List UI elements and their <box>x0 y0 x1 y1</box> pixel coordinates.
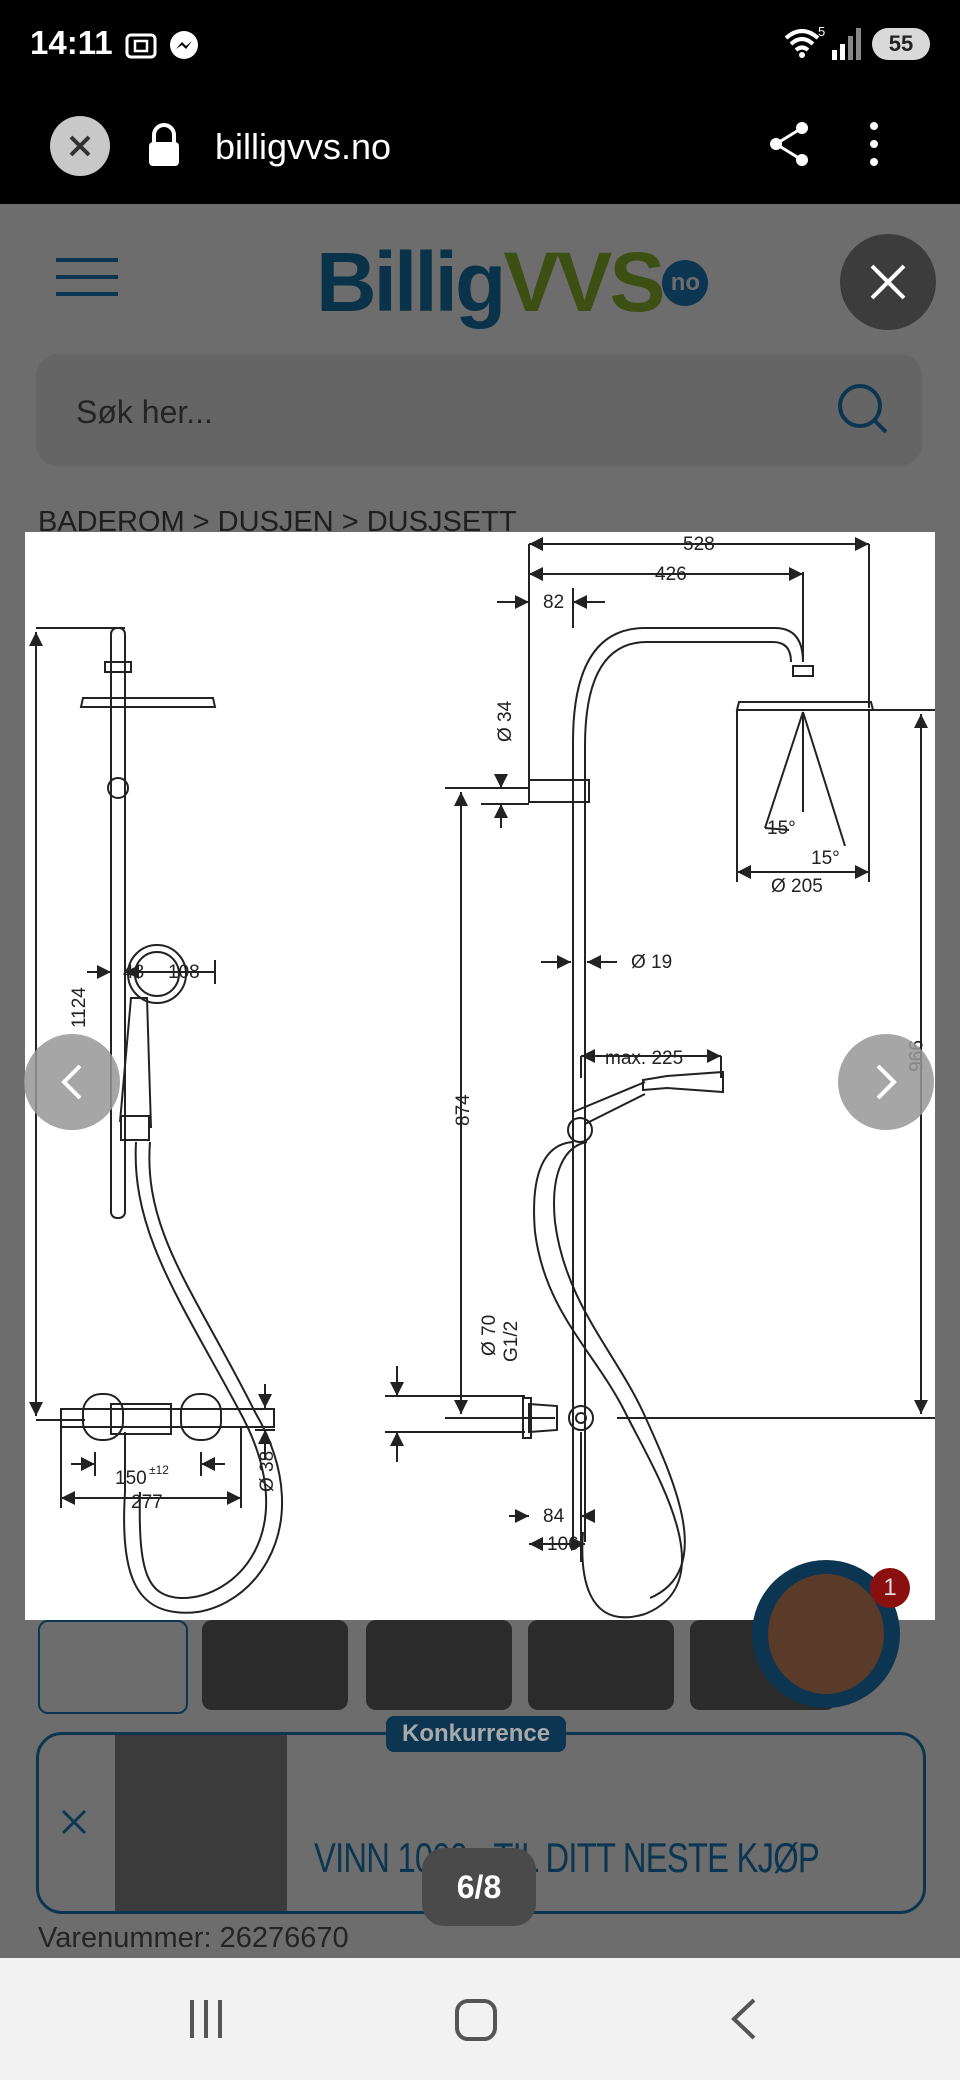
close-lightbox-button[interactable] <box>840 234 936 330</box>
promo-banner[interactable] <box>36 1732 926 1914</box>
notification-badge: 1 <box>870 1568 910 1608</box>
next-image-button[interactable] <box>838 1034 934 1130</box>
dim-1124: 1124 <box>69 987 90 1028</box>
search-icon[interactable] <box>836 382 892 438</box>
status-bar: 14:11 5 55 <box>0 0 960 90</box>
more-vert-icon[interactable] <box>866 120 882 168</box>
dim-108: 108 <box>168 962 200 983</box>
dim-g12: G1/2 <box>501 1321 522 1362</box>
search-placeholder: Søk her... <box>76 394 213 430</box>
svg-text:5: 5 <box>818 24 825 39</box>
browser-toolbar: billigvvs.no <box>0 90 960 204</box>
lightbox-image: 1124 48 108 150 ±12 277 Ø 38 528 426 82 … <box>25 532 935 1620</box>
technical-drawing: 1124 48 108 150 ±12 277 Ø 38 528 426 82 … <box>29 534 935 1619</box>
home-icon[interactable] <box>454 1998 498 2042</box>
status-time: 14:11 <box>30 24 113 61</box>
gallery-thumbnail[interactable] <box>528 1620 674 1710</box>
signal-icon <box>832 28 861 60</box>
dim-874: 874 <box>453 1094 474 1126</box>
image-counter: 6/8 <box>422 1848 536 1926</box>
hamburger-icon[interactable] <box>56 256 118 298</box>
close-icon[interactable] <box>59 1807 89 1837</box>
dim-d205: Ø 205 <box>771 876 823 897</box>
system-navigation-bar <box>0 1958 960 2080</box>
gallery-thumbnail[interactable] <box>202 1620 348 1710</box>
dim-max225: max. 225 <box>605 1048 683 1069</box>
recents-icon[interactable] <box>186 1998 226 2040</box>
dim-d70: Ø 70 <box>479 1315 500 1356</box>
dim-d34: Ø 34 <box>495 700 516 742</box>
back-icon[interactable] <box>728 1996 760 2042</box>
chat-agent-button[interactable] <box>752 1560 900 1708</box>
lock-icon <box>149 123 179 166</box>
share-icon[interactable] <box>768 120 812 168</box>
previous-image-button[interactable] <box>24 1034 120 1130</box>
chevron-right-icon <box>876 1064 897 1100</box>
agent-avatar <box>768 1574 884 1694</box>
wifi-icon: 5 <box>784 24 825 58</box>
search-input[interactable]: Søk her... <box>36 354 922 466</box>
url-text[interactable]: billigvvs.no <box>215 126 392 167</box>
dim-d38: Ø 38 <box>257 1451 278 1492</box>
product-sku: Varenummer: 26276670 <box>38 1922 349 1954</box>
chevron-left-icon <box>61 1064 82 1100</box>
dim-106: 106 <box>547 1534 579 1555</box>
dim-84: 84 <box>543 1506 565 1527</box>
screenshot-icon <box>125 33 157 59</box>
dim-528: 528 <box>683 534 715 555</box>
dim-15b: 15° <box>811 848 840 869</box>
close-icon <box>69 135 91 157</box>
dim-15a: 15° <box>767 818 796 839</box>
battery-indicator: 55 <box>872 28 930 60</box>
dim-82: 82 <box>543 592 564 613</box>
promo-text[interactable]: VINN 1000,- TIL DITT NESTE KJØP <box>314 1834 820 1881</box>
dim-48: 48 <box>123 962 144 983</box>
promo-image <box>115 1735 287 1911</box>
dim-d19: Ø 19 <box>631 952 672 973</box>
close-icon <box>870 264 906 300</box>
dim-150-tolerance: ±12 <box>149 1463 169 1477</box>
gallery-thumbnail[interactable] <box>38 1620 188 1714</box>
dim-426: 426 <box>655 564 687 585</box>
dim-150: 150 <box>115 1468 147 1489</box>
close-tab-button[interactable] <box>50 116 110 176</box>
dim-277: 277 <box>131 1492 163 1513</box>
messenger-icon <box>170 31 198 59</box>
promo-badge: Konkurrence <box>386 1716 567 1752</box>
gallery-thumbnail[interactable] <box>366 1620 512 1710</box>
